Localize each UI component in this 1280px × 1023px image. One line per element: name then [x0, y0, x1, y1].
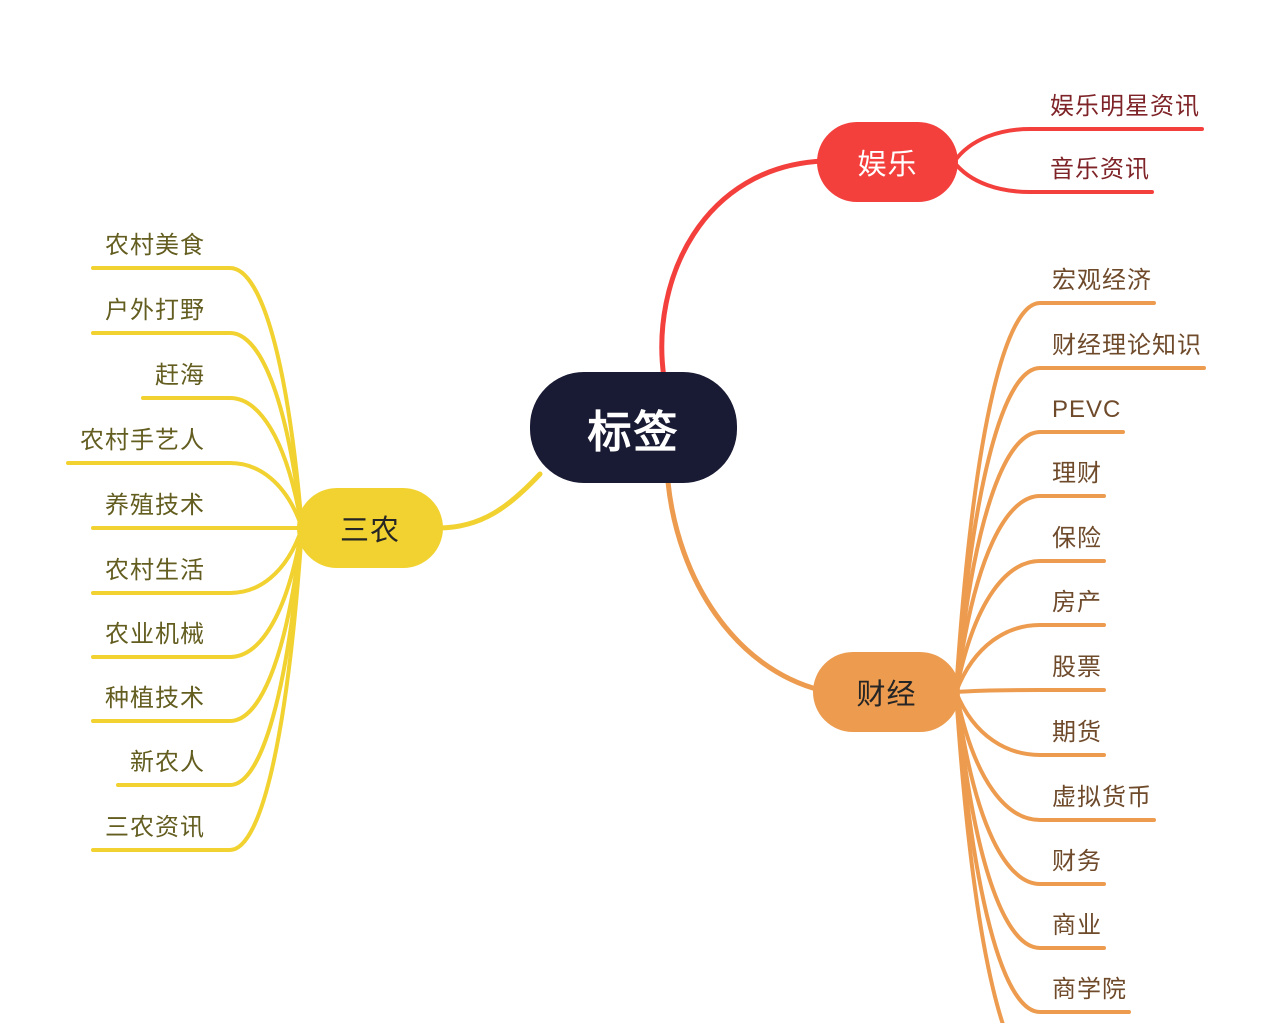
child-connector-finance-10 [954, 690, 1106, 886]
child-topic-agriculture-7[interactable]: 农业机械 [105, 621, 205, 648]
child-topic-finance-7[interactable]: 股票 [1052, 654, 1102, 681]
branch-connector-agriculture [435, 471, 543, 531]
child-connector-finance-2 [954, 366, 1206, 694]
child-topic-finance-12[interactable]: 商学院 [1052, 976, 1127, 1003]
child-connector-entertainment-1 [952, 127, 1204, 164]
branch-node-agriculture-label: 三农 [339, 515, 400, 547]
child-connector-finance-7 [954, 688, 1106, 694]
child-topic-finance-11[interactable]: 商业 [1052, 912, 1102, 939]
branch-connector-finance [665, 479, 823, 693]
child-topic-agriculture-9[interactable]: 新农人 [130, 749, 205, 776]
branch-node-finance[interactable]: 财经 [813, 652, 960, 732]
branch-node-entertainment[interactable]: 娱乐 [817, 122, 958, 202]
branch-connector-entertainment [659, 158, 827, 381]
child-connector-finance-5 [954, 559, 1106, 694]
child-connector-finance-9 [954, 690, 1156, 822]
child-connector-finance-3 [954, 430, 1125, 694]
child-connector-finance-4 [954, 494, 1106, 694]
child-connector-finance-1 [954, 301, 1156, 694]
child-topic-finance-3[interactable]: PEVC [1052, 396, 1122, 423]
child-topic-agriculture-3[interactable]: 赶海 [155, 362, 205, 389]
branch-node-finance-label: 财经 [856, 679, 917, 711]
child-topic-entertainment-2[interactable]: 音乐资讯 [1050, 156, 1150, 183]
child-topic-agriculture-5[interactable]: 养殖技术 [105, 492, 205, 519]
child-topic-agriculture-2[interactable]: 户外打野 [105, 297, 205, 324]
child-topic-entertainment-1[interactable]: 娱乐明星资讯 [1050, 93, 1200, 120]
child-topic-finance-10[interactable]: 财务 [1052, 848, 1102, 875]
child-topic-finance-6[interactable]: 房产 [1052, 589, 1102, 616]
child-topic-agriculture-10[interactable]: 三农资讯 [105, 814, 205, 841]
child-topic-finance-8[interactable]: 期货 [1052, 719, 1102, 746]
child-connector-finance-offscreen-1 [954, 690, 1005, 1023]
child-topic-finance-4[interactable]: 理财 [1052, 460, 1102, 487]
child-connector-finance-6 [954, 623, 1106, 694]
child-connector-agriculture-6 [91, 526, 304, 595]
child-connector-agriculture-2 [91, 331, 304, 530]
child-connector-finance-8 [954, 690, 1106, 757]
child-topic-finance-2[interactable]: 财经理论知识 [1052, 332, 1202, 359]
child-connector-entertainment-2 [952, 160, 1154, 194]
child-connector-agriculture-7 [91, 526, 304, 659]
branch-node-entertainment-label: 娱乐 [857, 149, 918, 181]
child-connector-agriculture-4 [66, 461, 304, 530]
child-topic-agriculture-6[interactable]: 农村生活 [105, 557, 205, 584]
root-node[interactable]: 标签 [530, 372, 737, 483]
child-topic-finance-5[interactable]: 保险 [1052, 525, 1102, 552]
child-topic-agriculture-8[interactable]: 种植技术 [105, 685, 205, 712]
child-topic-finance-9[interactable]: 虚拟货币 [1052, 784, 1152, 811]
child-topic-finance-1[interactable]: 宏观经济 [1052, 267, 1152, 294]
root-node-label: 标签 [587, 407, 680, 457]
child-connector-agriculture-3 [141, 396, 304, 530]
child-connector-agriculture-8 [91, 526, 304, 723]
child-topic-agriculture-4[interactable]: 农村手艺人 [80, 427, 205, 454]
child-connector-agriculture-1 [91, 266, 304, 530]
branch-node-agriculture[interactable]: 三农 [297, 488, 443, 568]
child-connector-finance-11 [954, 690, 1106, 950]
child-connector-agriculture-10 [91, 526, 304, 852]
child-topic-agriculture-1[interactable]: 农村美食 [105, 232, 205, 259]
